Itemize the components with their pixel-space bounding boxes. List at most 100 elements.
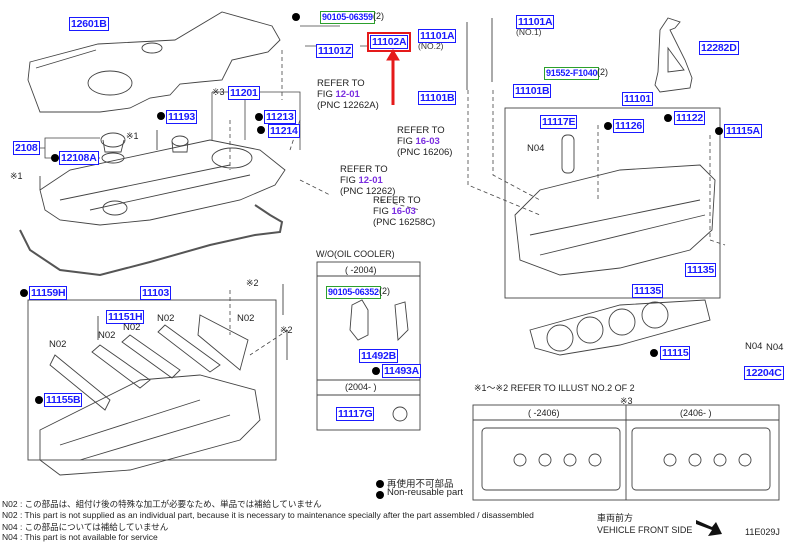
sub-no1: (NO.1): [516, 27, 542, 37]
pnc-11102A-selected[interactable]: 11102A: [366, 32, 412, 52]
highlight-arrow: [386, 49, 400, 105]
pnc-90105-06359[interactable]: 90105-06359: [320, 11, 375, 24]
diagram-id: 11E029J: [745, 527, 780, 537]
fig-link-12-01[interactable]: 12-01: [335, 89, 360, 100]
qty: (2): [597, 67, 608, 77]
vehicle-front-arrow: [696, 520, 722, 536]
refer-pnc: (PNC 12262A): [317, 100, 379, 111]
pnc-11101[interactable]: 11101: [622, 92, 654, 106]
label-n04: N04: [766, 342, 784, 353]
note-n04-jp: N04 : この部品については補給していません: [2, 522, 169, 532]
label-n04: N04: [745, 341, 763, 352]
engine-hanger-drawing: [654, 17, 693, 93]
nonreusable-dot: [157, 112, 165, 120]
mark-2: ※2: [246, 278, 259, 288]
pnc-11122[interactable]: 11122: [674, 111, 706, 125]
refer-to-12262: REFER TO FIG 12-01 (PNC 12262): [340, 164, 395, 197]
refer-pnc: (PNC 16258C): [373, 217, 436, 228]
vehicle-front-en: VEHICLE FRONT SIDE: [597, 525, 693, 535]
pnc-91552-F1040[interactable]: 91552-F1040: [544, 67, 600, 80]
head-gasket-drawing: [529, 299, 711, 356]
nonreusable-dot: [292, 13, 300, 21]
refer-to-12262A: REFER TO FIG 12-01 (PNC 12262A): [317, 78, 379, 111]
legend-dot: [376, 491, 384, 499]
pnc-11101A-no2[interactable]: 11101A: [418, 29, 457, 43]
oil-cooler-title: W/O(OIL COOLER): [316, 249, 395, 259]
nonreusable-dot: [257, 126, 265, 134]
refer-pnc: (PNC 16206): [397, 147, 453, 158]
nonreusable-dot: [20, 289, 28, 297]
pnc-11117E[interactable]: 11117E: [540, 115, 578, 129]
refer-fig-line: FIG 16-03: [397, 136, 452, 147]
refer-line: REFER TO: [397, 125, 445, 136]
label-n02: N02: [157, 313, 175, 324]
pnc-11135-a[interactable]: 11135: [685, 263, 717, 277]
pnc-11115[interactable]: 11115: [660, 346, 691, 360]
fig-link-16-03[interactable]: 16-03: [415, 136, 440, 147]
refer-to-16206: REFER TO FIG 16-03 (PNC 16206): [397, 125, 452, 158]
pnc-11101B-right[interactable]: 11101B: [513, 84, 552, 98]
nonreusable-dot: [650, 349, 658, 357]
pnc-90105-06352[interactable]: 90105-06352: [326, 286, 381, 299]
pnc-11103[interactable]: 11103: [140, 286, 172, 300]
pnc-12108A[interactable]: 12108A: [59, 151, 99, 165]
nonreusable-dot: [664, 114, 672, 122]
label-n04: N04: [527, 143, 545, 154]
pnc-12108[interactable]: 2108: [13, 141, 40, 155]
refer-to-16258C: REFER TO FIG 16-03 (PNC 16258C): [373, 195, 435, 228]
pnc-11101Z[interactable]: 11101Z: [316, 44, 354, 58]
refer-fig-line: FIG 12-01: [340, 175, 395, 186]
fig-link-16-03[interactable]: 16-03: [391, 206, 416, 217]
fig-link-12-01[interactable]: 12-01: [358, 175, 383, 186]
pnc-11213[interactable]: 11213: [264, 110, 296, 124]
label-n02: N02: [98, 330, 116, 341]
pnc-11115A[interactable]: 11115A: [724, 124, 762, 138]
mark-3: ※3: [212, 87, 225, 97]
note-n02-jp: N02 : この部品は、組付け後の特殊な加工が必要なため、単品では補給していませ…: [2, 499, 322, 509]
sub-no2: (NO.2): [418, 41, 444, 51]
engine-cover-drawing: [27, 11, 281, 113]
cylinder-head-drawing: [514, 164, 716, 276]
pnc-11101A-no1[interactable]: 11101A: [516, 15, 555, 29]
pnc-11151H[interactable]: 11151H: [106, 310, 145, 324]
pnc-11214[interactable]: 11214: [268, 124, 300, 138]
pnc-11193[interactable]: 11193: [166, 110, 198, 124]
variant-col-1: ( -2406): [528, 408, 560, 418]
illust-reference-note: ※1～※2 REFER TO ILLUST NO.2 OF 2: [474, 383, 635, 393]
pnc-12204C[interactable]: 12204C: [744, 366, 784, 380]
pnc-12282D[interactable]: 12282D: [699, 41, 739, 55]
legend-jp: 再使用不可部品: [387, 479, 454, 490]
fig-prefix: FIG: [373, 206, 392, 217]
fig-prefix: FIG: [340, 175, 359, 186]
oil-filler-cap-drawing: [100, 132, 126, 148]
nonreusable-dot: [51, 154, 59, 162]
pnc-11155B[interactable]: 11155B: [44, 393, 83, 407]
pnc-11159H[interactable]: 11159H: [29, 286, 68, 300]
refer-line: REFER TO: [317, 78, 365, 89]
mark-1: ※1: [10, 171, 23, 181]
label-n02: N02: [123, 322, 141, 333]
label-n02: N02: [49, 339, 67, 350]
pnc-11492B[interactable]: 11492B: [359, 349, 399, 363]
pnc-11117G[interactable]: 11117G: [336, 407, 375, 421]
variant-col-2: (2406- ): [680, 408, 712, 418]
nonreusable-dot: [255, 113, 263, 121]
note-n02-en: N02 : This part is not supplied as an in…: [2, 510, 534, 520]
head-cover-gasket-drawing: [19, 204, 284, 277]
pnc-11493A[interactable]: 11493A: [382, 364, 422, 378]
refer-line: REFER TO: [340, 164, 388, 175]
note-n04-en: N04 : This part is not available for ser…: [2, 532, 158, 542]
legend-dot: [376, 480, 384, 488]
pnc-11135-b[interactable]: 11135: [632, 284, 664, 298]
legend-en: Non-reusable part: [387, 487, 464, 498]
fig-prefix: FIG: [397, 136, 416, 147]
fig-prefix: FIG: [317, 89, 336, 100]
pnc-11101B-left[interactable]: 11101B: [418, 91, 457, 105]
pnc-11126[interactable]: 11126: [613, 119, 645, 133]
nonreusable-dot: [35, 396, 43, 404]
pnc-12601B[interactable]: 12601B: [69, 17, 109, 31]
qty: (2): [373, 11, 384, 21]
refer-fig-line: FIG 12-01: [317, 89, 379, 100]
pnc-11201[interactable]: 11201: [228, 86, 260, 100]
